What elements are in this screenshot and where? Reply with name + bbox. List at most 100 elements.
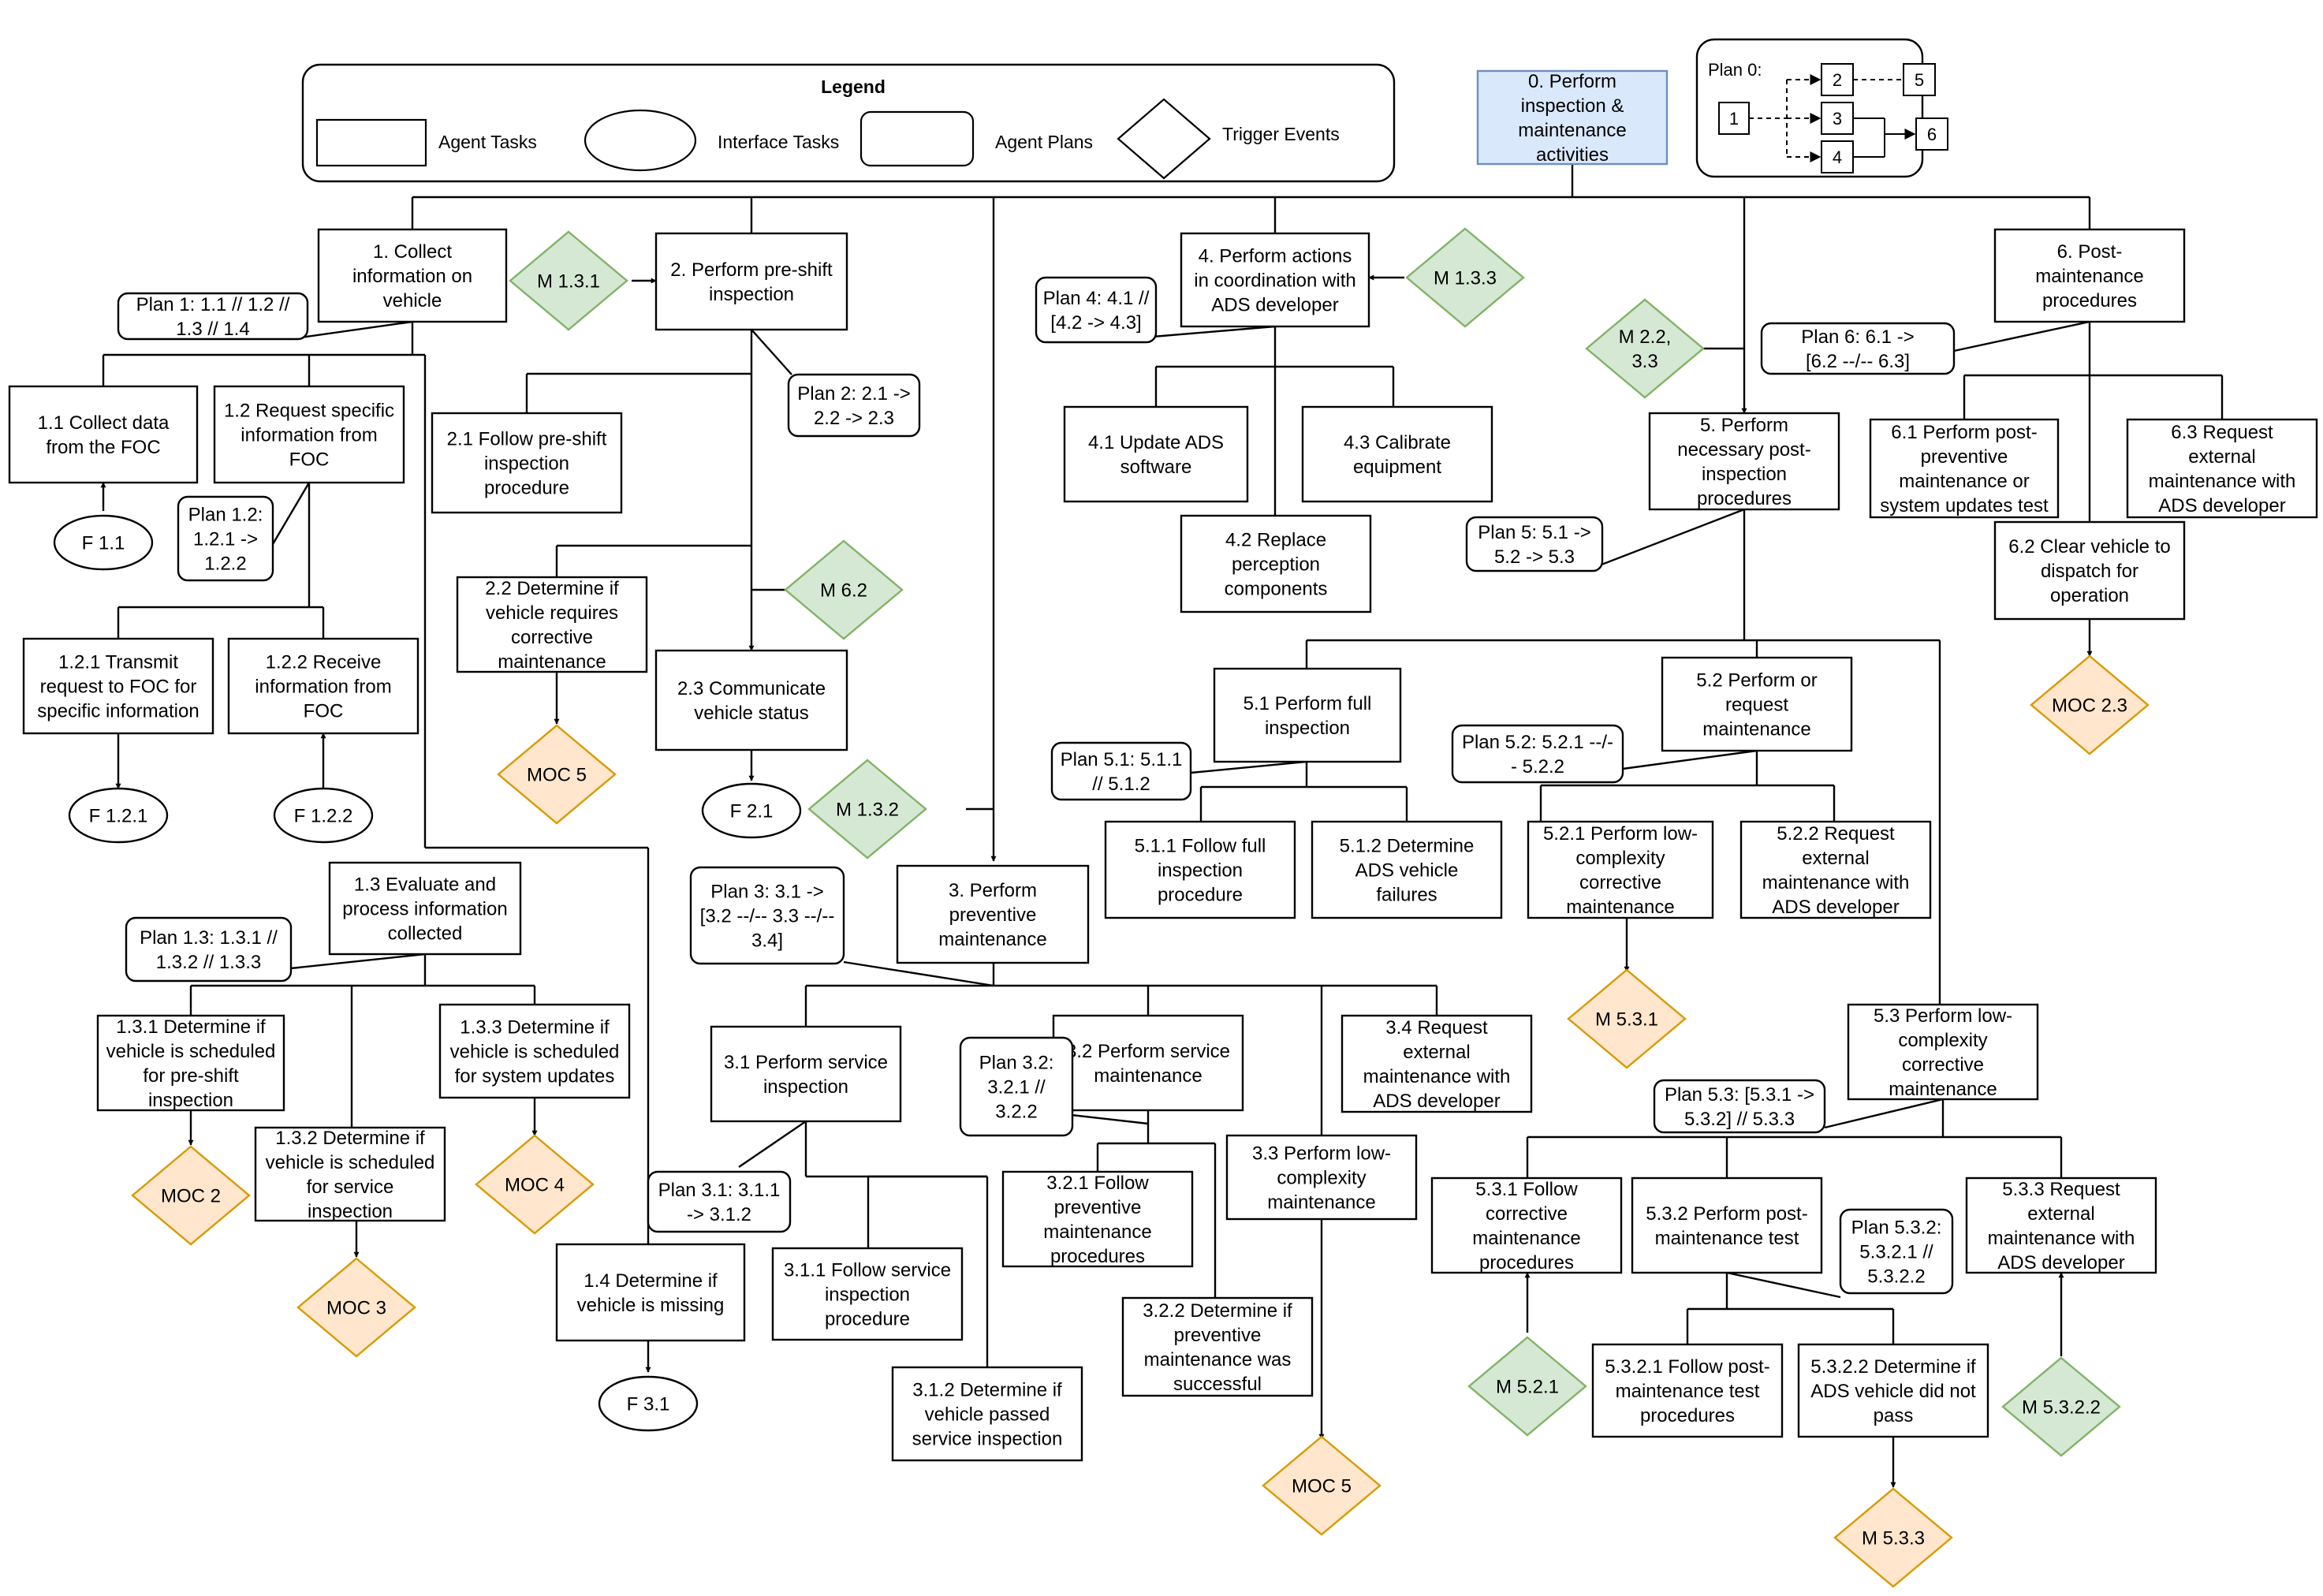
trigger-m-6-2[interactable]: M 6.2 bbox=[784, 539, 904, 640]
plan-5-3[interactable]: Plan 5.3: [5.3.1 ->5.3.2] // 5.3.3 bbox=[1653, 1079, 1826, 1134]
trigger-moc-2[interactable]: MOC 2 bbox=[131, 1145, 251, 1246]
plan-2[interactable]: Plan 2: 2.1 ->2.2 -> 2.3 bbox=[787, 373, 921, 438]
trigger-moc-3-label: MOC 3 bbox=[326, 1297, 386, 1318]
plan-3-2[interactable]: Plan 3.2:3.2.1 //3.2.2 bbox=[959, 1036, 1074, 1137]
plan-1-3-label: Plan 1.3: 1.3.1 //1.3.2 // 1.3.3 bbox=[140, 927, 278, 973]
plan-5-2[interactable]: Plan 5.2: 5.2.1 --/-- 5.2.2 bbox=[1451, 724, 1624, 784]
trigger-m-1-3-3-label: M 1.3.3 bbox=[1434, 267, 1497, 289]
trigger-m-5-3-3[interactable]: M 5.3.3 bbox=[1833, 1487, 1953, 1588]
trigger-m-1-3-1[interactable]: M 1.3.1 bbox=[509, 230, 628, 331]
trigger-m-5-2-1[interactable]: M 5.2.1 bbox=[1467, 1336, 1587, 1437]
trigger-moc-3[interactable]: MOC 3 bbox=[296, 1257, 416, 1358]
interface-f-1-2-1[interactable]: F 1.2.1 bbox=[68, 787, 169, 844]
trigger-moc-5-a[interactable]: MOC 5 bbox=[497, 724, 617, 825]
plan-4[interactable]: Plan 4: 4.1 //[4.2 -> 4.3] bbox=[1035, 276, 1158, 344]
interface-f-1-1[interactable]: F 1.1 bbox=[53, 514, 154, 571]
trigger-moc-5-b[interactable]: MOC 5 bbox=[1262, 1435, 1381, 1536]
trigger-m-5-3-2-2[interactable]: M 5.3.2.2 bbox=[2001, 1356, 2121, 1457]
plan-3-2-label: Plan 3.2:3.2.1 //3.2.2 bbox=[979, 1052, 1054, 1122]
plan-5[interactable]: Plan 5: 5.1 ->5.2 -> 5.3 bbox=[1465, 516, 1604, 572]
plan-5-1[interactable]: Plan 5.1: 5.1.1// 5.1.2 bbox=[1050, 741, 1192, 801]
plan-0-node-6 bbox=[1915, 117, 1948, 151]
plan-6[interactable]: Plan 6: 6.1 ->[6.2 --/-- 6.3] bbox=[1760, 322, 1956, 375]
task-5-3-2-post-maintenance-test[interactable]: 5.3.2 Perform post-maintenance test bbox=[1631, 1176, 1823, 1274]
trigger-m-1-3-2[interactable]: M 1.3.2 bbox=[807, 759, 927, 860]
plan-1-2[interactable]: Plan 1.2:1.2.1 ->1.2.2 bbox=[177, 495, 274, 582]
interface-f-2-1[interactable]: F 2.1 bbox=[701, 782, 802, 839]
plan-3-1[interactable]: Plan 3.1: 3.1.1-> 3.1.2 bbox=[647, 1170, 792, 1233]
trigger-m-2-2-3-3[interactable]: M 2.2,3.3 bbox=[1585, 298, 1705, 399]
interface-f-1-2-2[interactable]: F 1.2.2 bbox=[273, 787, 374, 844]
legend-agent-plan-shape bbox=[859, 110, 975, 167]
plan-3[interactable]: Plan 3: 3.1 ->[3.2 --/-- 3.3 --/--3.4] bbox=[689, 866, 845, 965]
trigger-m-5-3-1[interactable]: M 5.3.1 bbox=[1567, 968, 1687, 1069]
plan-1-3[interactable]: Plan 1.3: 1.3.1 //1.3.2 // 1.3.3 bbox=[125, 916, 293, 983]
trigger-m-5-3-2-2-label: M 5.3.2.2 bbox=[2022, 1396, 2101, 1418]
interface-f-1-2-2-label: F 1.2.2 bbox=[294, 805, 353, 826]
trigger-m-1-3-3[interactable]: M 1.3.3 bbox=[1405, 227, 1525, 328]
trigger-moc-4[interactable]: MOC 4 bbox=[475, 1134, 595, 1235]
plan-1[interactable]: Plan 1: 1.1 // 1.2 //1.3 // 1.4 bbox=[117, 292, 309, 341]
trigger-moc-2-3[interactable]: MOC 2.3 bbox=[2030, 654, 2150, 755]
plan-5-3-2[interactable]: Plan 5.3.2:5.3.2.1 //5.3.2.2 bbox=[1839, 1208, 1954, 1295]
interface-f-3-1[interactable]: F 3.1 bbox=[598, 1375, 699, 1432]
